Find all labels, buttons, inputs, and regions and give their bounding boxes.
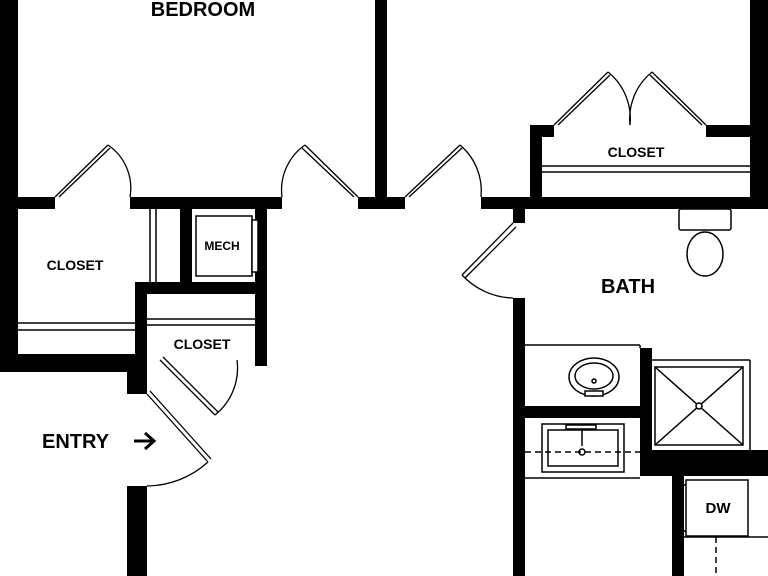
wall-mech-left: [180, 205, 192, 287]
wall-left-outer: [0, 0, 18, 372]
toilet-icon: [678, 208, 732, 277]
room-labels: BEDROOM CLOSET CLOSET CLOSET MECH BATH E…: [42, 0, 731, 517]
door-leaf: [54, 144, 109, 198]
wall-hall-closet-right: [255, 282, 267, 366]
wall-closet-right-top-left: [530, 125, 554, 137]
mech-unit: [195, 215, 253, 277]
wall-right-outer: [750, 0, 768, 209]
wall-hall-closet-left: [135, 282, 147, 372]
door-swing: [107, 144, 132, 198]
dishwasher-icon: [673, 479, 749, 576]
wall-shower-left: [640, 348, 652, 476]
wall-closet-right-left: [530, 125, 542, 209]
arrow-right-icon: [134, 431, 157, 451]
label-mech: MECH: [204, 239, 239, 253]
kitchen-sink-icon: [525, 423, 640, 473]
wall-entry-jamb-top: [127, 354, 147, 394]
fixtures: [195, 208, 749, 576]
label-entry: ENTRY: [42, 431, 110, 453]
wall-bath-left-top: [513, 205, 525, 223]
wall-entry-jamb-bottom: [127, 486, 147, 576]
label-closet-right: CLOSET: [608, 144, 665, 160]
wall-bedroom-bottom-left: [0, 197, 55, 209]
wall-bedroom-right: [375, 0, 387, 209]
label-bedroom: BEDROOM: [151, 0, 255, 21]
label-closet-hall: CLOSET: [174, 336, 231, 352]
label-closet-bedroom: CLOSET: [47, 257, 104, 273]
shower-icon: [654, 366, 744, 446]
wall-closet-bottom: [0, 354, 147, 372]
wall-shower-bottom: [640, 450, 768, 476]
label-bath: BATH: [601, 276, 655, 298]
bath-sink-icon: [568, 357, 620, 397]
wall-bedroom-bottom-mid: [130, 197, 282, 209]
wall-mech-bottom: [135, 282, 267, 294]
wall-bath-left: [513, 298, 525, 576]
label-dishwasher: DW: [706, 500, 732, 517]
wall-bath-vanity-divider: [525, 406, 641, 418]
wall-bedroom-bottom-right: [358, 197, 405, 209]
doors: [54, 71, 707, 487]
wall-top-right-segment: [481, 197, 768, 209]
thin-lines: [18, 165, 768, 538]
